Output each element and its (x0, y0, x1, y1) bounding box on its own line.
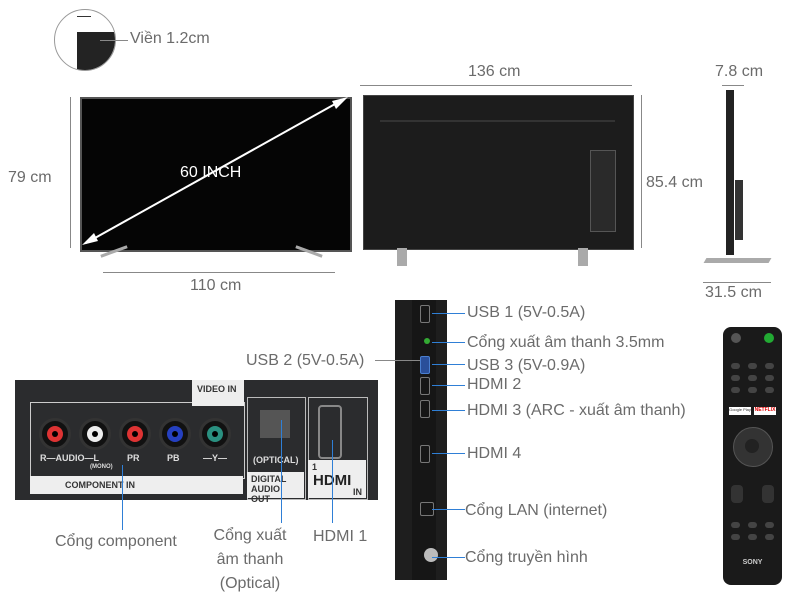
label-hdmi3: HDMI 3 (ARC - xuất âm thanh) (467, 402, 686, 419)
label-usb1: USB 1 (5V-0.5A) (467, 304, 586, 321)
side-tv (726, 90, 734, 255)
rear-port-panel: COMPONENT IN VIDEO IN R—AUDIO—L (MONO) P… (15, 380, 378, 504)
mono-label: (MONO) (90, 464, 113, 470)
remote-control: Google Play NETFLIX SONY (723, 327, 782, 585)
sony-logo: SONY (742, 559, 763, 566)
netflix-button: NETFLIX (754, 407, 776, 415)
label-hdmi1: HDMI 1 (313, 528, 368, 545)
back-height-label: 85.4 cm (646, 174, 703, 191)
label-usb2: USB 2 (5V-0.5A) (246, 352, 365, 369)
label-audio-3-5mm: Cổng xuất âm thanh 3.5mm (467, 334, 665, 351)
depth-stand-label: 31.5 cm (705, 284, 762, 301)
label-antenna: Cổng truyền hình (465, 549, 588, 566)
component-in-label: COMPONENT IN (65, 480, 136, 490)
label-component: Cổng component (55, 533, 177, 550)
label-lan: Cổng LAN (internet) (465, 502, 608, 519)
pr-label: PR (127, 453, 140, 463)
label-usb3: USB 3 (5V-0.9A) (467, 357, 586, 374)
hdmi-port-number: 1 (312, 462, 318, 472)
optical-label: (OPTICAL) (253, 455, 299, 465)
label-hdmi4: HDMI 4 (467, 445, 522, 462)
label-hdmi2: HDMI 2 (467, 376, 522, 393)
y-label: —Y— (203, 453, 228, 463)
bezel-label: Viền 1.2cm (130, 30, 210, 47)
pb-label: PB (167, 453, 180, 463)
video-in-label: VIDEO IN (197, 384, 237, 394)
google-play-button: Google Play (729, 407, 751, 415)
depth-top-label: 7.8 cm (715, 63, 764, 80)
hdmi-in-label: IN (353, 487, 362, 497)
front-width-label: 110 cm (190, 277, 242, 294)
front-height-label: 79 cm (8, 169, 52, 186)
audio-label: R—AUDIO—L (40, 453, 99, 463)
digital-audio-out-label: DIGITAL AUDIO OUT (251, 474, 287, 504)
screen-size-label: 60 INCH (180, 164, 242, 181)
front-tv (80, 97, 352, 252)
back-width-label: 136 cm (468, 63, 521, 80)
diagonal-arrow-icon (82, 97, 348, 245)
